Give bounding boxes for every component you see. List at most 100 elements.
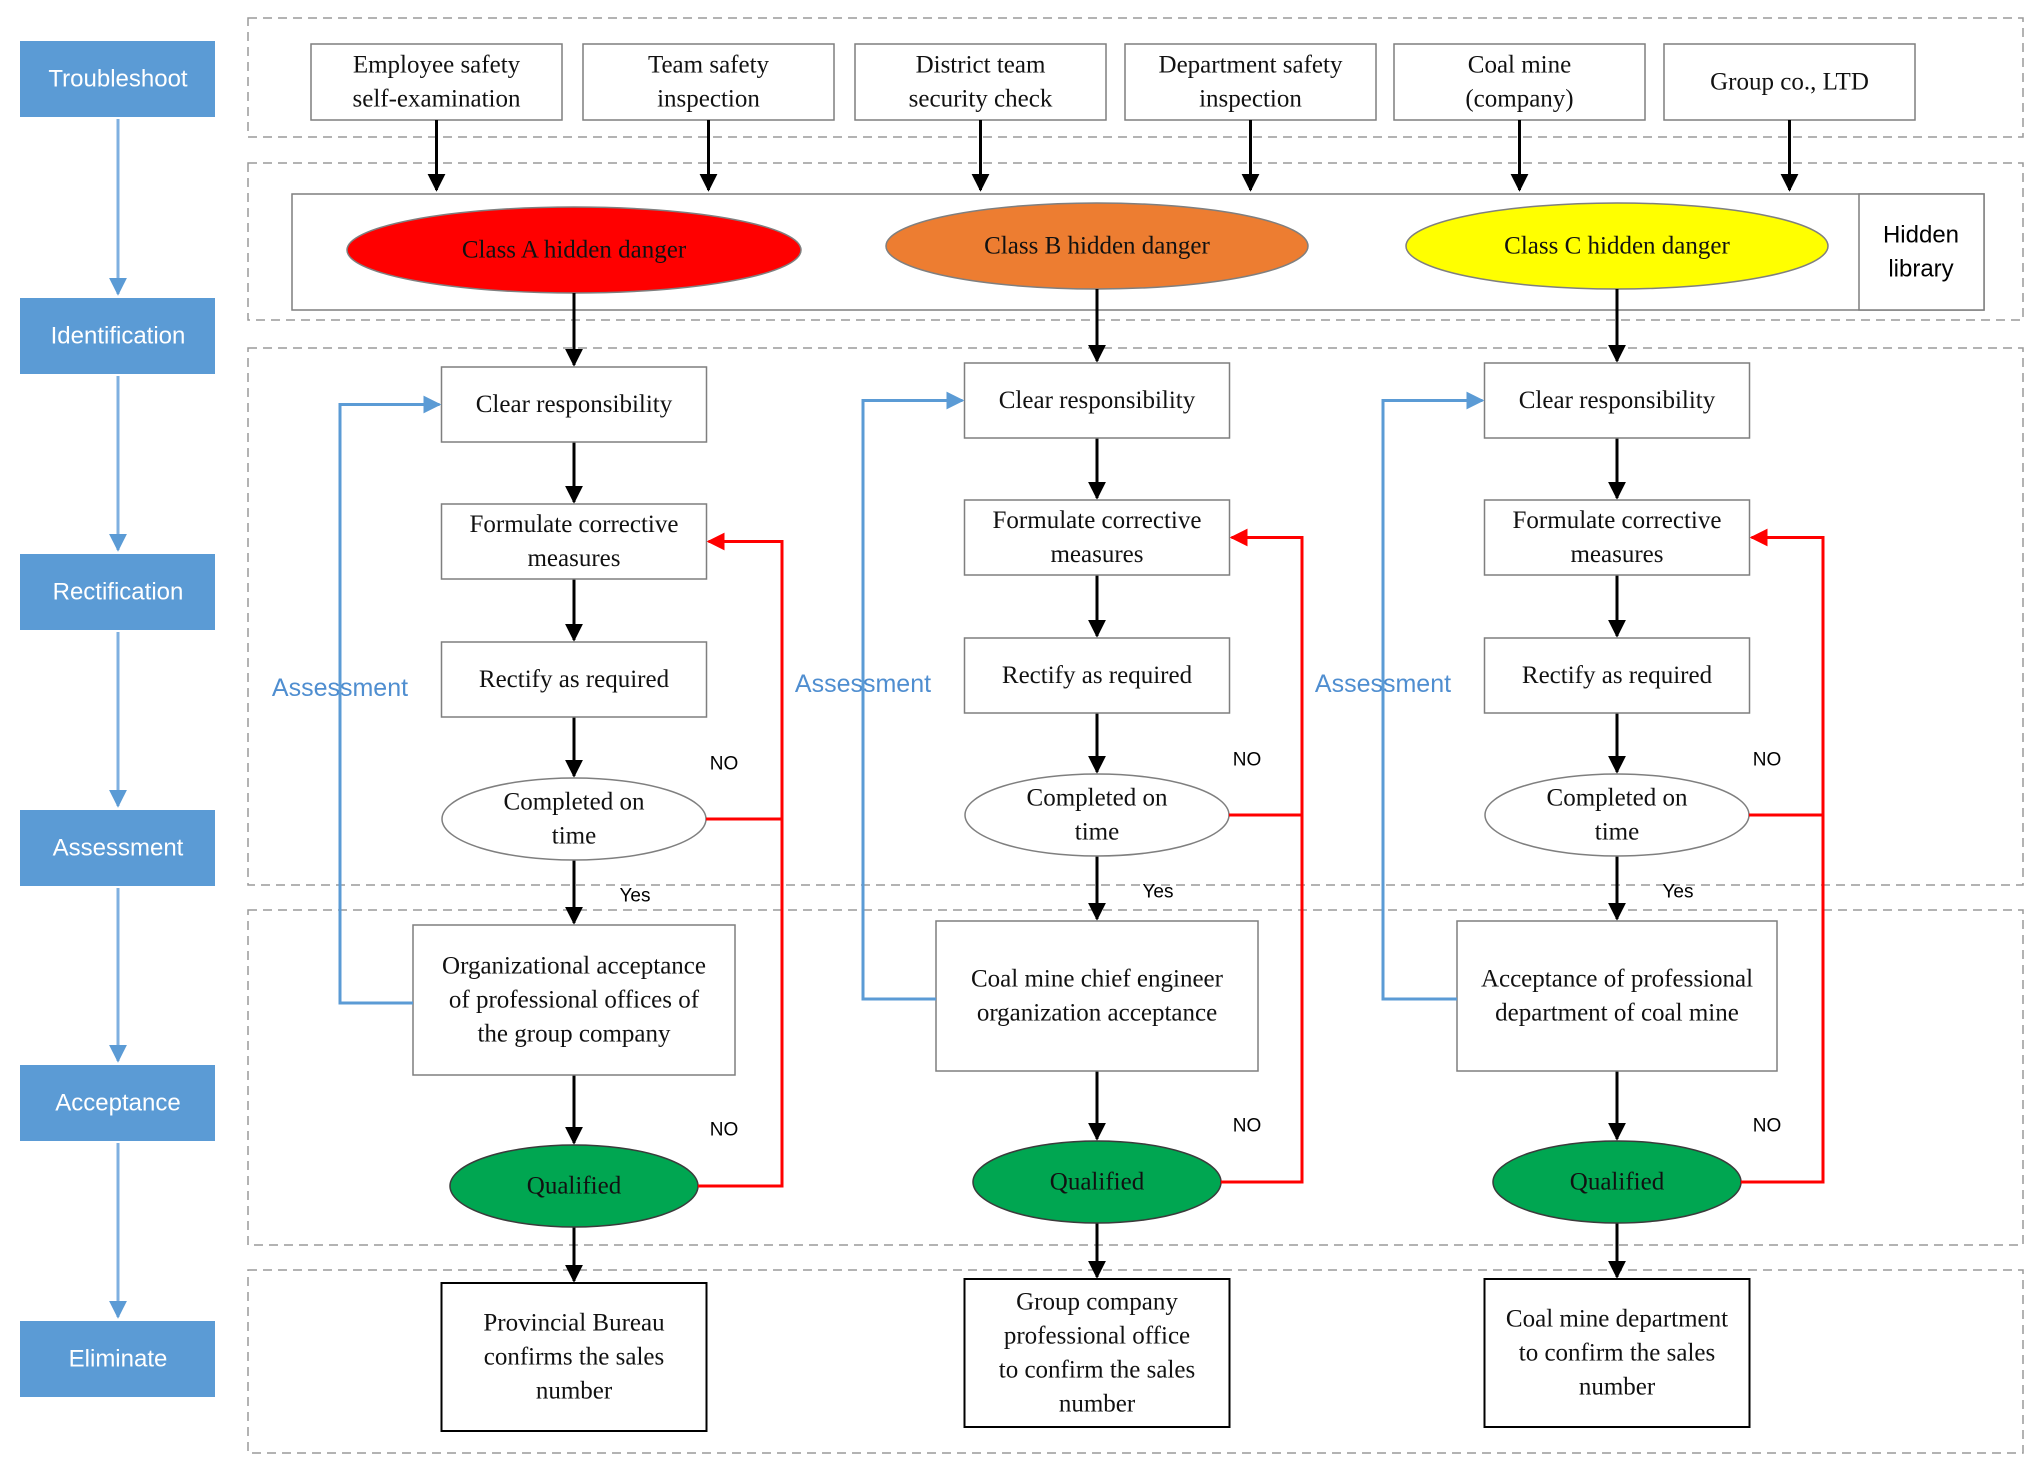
no-feedback-loop xyxy=(698,532,784,1188)
stage-box-eliminate xyxy=(20,1321,215,1397)
rectify-label: Rectify as required xyxy=(1522,662,1713,689)
source-label-5-line-2: (company) xyxy=(1465,86,1573,113)
stage-label-acceptance: Acceptance xyxy=(55,1090,180,1117)
clear-responsibility-box xyxy=(440,366,708,443)
completed-on-time-label-line-2: time xyxy=(1075,819,1119,846)
stage-box-rectification xyxy=(20,554,215,630)
stage-label-eliminate: Eliminate xyxy=(69,1346,168,1373)
eliminate-label-line-1: Provincial Bureau xyxy=(483,1310,665,1337)
acceptance-label-line-2: department of coal mine xyxy=(1495,1000,1739,1027)
no-label-qualified: NO xyxy=(1753,1116,1782,1137)
completed-on-time-label-line-1: Completed on xyxy=(1547,785,1688,812)
hidden-library-box xyxy=(1858,193,1985,311)
completed-on-time-label-line-2: time xyxy=(1595,819,1639,846)
qualified-label: Qualified xyxy=(1570,1169,1665,1196)
hidden-library-label-line-2: library xyxy=(1888,256,1953,283)
clear-responsibility-box xyxy=(963,362,1231,439)
assessment-loop-label: Assessment xyxy=(1315,670,1451,698)
source-label-4-line-2: inspection xyxy=(1199,86,1302,113)
acceptance-label-line-1: Coal mine chief engineer xyxy=(971,966,1224,993)
clear-responsibility-label: Clear responsibility xyxy=(476,391,673,418)
stage-box-identification xyxy=(20,298,215,374)
formulate-measures-label-line-2: measures xyxy=(1050,541,1143,568)
eliminate-label-line-2: professional office xyxy=(1004,1323,1190,1350)
clear-responsibility-label: Clear responsibility xyxy=(999,387,1196,414)
assessment-loop-label: Assessment xyxy=(272,674,408,702)
section-frame-1 xyxy=(247,17,2024,138)
formulate-measures-label-line-2: measures xyxy=(527,545,620,572)
rectify-box xyxy=(440,641,708,718)
source-label-3-line-2: security check xyxy=(909,86,1053,113)
hidden-library-label-line-1: Hidden xyxy=(1883,222,1959,249)
eliminate-box xyxy=(1483,1278,1751,1428)
qualified-label: Qualified xyxy=(1050,1169,1145,1196)
assessment-loop-label: Assessment xyxy=(795,670,931,698)
assessment-feedback-loop xyxy=(338,395,442,1005)
eliminate-label-line-3: to confirm the sales xyxy=(999,1357,1195,1384)
danger-label-2: Class B hidden danger xyxy=(984,233,1210,260)
acceptance-box xyxy=(412,924,736,1076)
section-frame-4 xyxy=(247,909,2024,1246)
eliminate-label-line-2: confirms the sales xyxy=(484,1344,665,1371)
danger-label-1: Class A hidden danger xyxy=(462,237,687,264)
eliminate-box xyxy=(963,1278,1231,1428)
stage-label-troubleshoot: Troubleshoot xyxy=(48,66,188,93)
assessment-feedback-loop xyxy=(861,391,965,1001)
eliminate-label-line-3: number xyxy=(536,1378,613,1405)
no-label-completed: NO xyxy=(710,754,739,775)
formulate-measures-box xyxy=(963,499,1231,576)
eliminate-label-line-3: number xyxy=(1579,1374,1656,1401)
eliminate-box xyxy=(440,1282,708,1432)
source-box-4 xyxy=(1124,43,1377,121)
source-label-6: Group co., LTD xyxy=(1710,69,1869,96)
formulate-measures-box xyxy=(1483,499,1751,576)
yes-label-completed: Yes xyxy=(620,886,651,907)
rectify-label: Rectify as required xyxy=(479,666,670,693)
qualified-label: Qualified xyxy=(527,1173,622,1200)
source-box-6 xyxy=(1663,43,1916,121)
eliminate-label-line-1: Group company xyxy=(1016,1289,1178,1316)
completed-on-time-label-line-1: Completed on xyxy=(1027,785,1168,812)
source-label-2-line-1: Team safety xyxy=(648,52,770,79)
acceptance-label-line-1: Acceptance of professional xyxy=(1481,966,1753,993)
stage-label-rectification: Rectification xyxy=(53,579,184,606)
clear-responsibility-box xyxy=(1483,362,1751,439)
no-label-qualified: NO xyxy=(1233,1116,1262,1137)
stage-label-identification: Identification xyxy=(51,323,186,350)
no-label-completed: NO xyxy=(1233,750,1262,771)
source-label-5-line-1: Coal mine xyxy=(1468,52,1571,79)
formulate-measures-label-line-2: measures xyxy=(1570,541,1663,568)
stage-box-troubleshoot xyxy=(20,41,215,117)
formulate-measures-box xyxy=(440,503,708,580)
source-label-4-line-1: Department safety xyxy=(1159,52,1343,79)
eliminate-label-line-1: Coal mine department xyxy=(1506,1306,1728,1333)
no-feedback-loop xyxy=(1741,528,1825,1184)
no-feedback-loop xyxy=(1221,528,1304,1184)
acceptance-box xyxy=(935,920,1259,1072)
danger-label-3: Class C hidden danger xyxy=(1504,233,1730,260)
stage-box-acceptance xyxy=(20,1065,215,1141)
clear-responsibility-label: Clear responsibility xyxy=(1519,387,1716,414)
source-box-1 xyxy=(310,43,563,121)
formulate-measures-label-line-1: Formulate corrective xyxy=(1513,507,1722,534)
stage-box-assessment xyxy=(20,810,215,886)
completed-on-time-label-line-2: time xyxy=(552,823,596,850)
assessment-feedback-loop xyxy=(1381,391,1485,1001)
source-box-5 xyxy=(1393,43,1646,121)
source-label-1-line-2: self-examination xyxy=(353,86,521,113)
acceptance-label-line-3: the group company xyxy=(477,1021,671,1048)
stage-label-assessment: Assessment xyxy=(53,835,184,862)
eliminate-label-line-2: to confirm the sales xyxy=(1519,1340,1715,1367)
section-frame-3 xyxy=(247,347,2024,886)
eliminate-label-line-4: number xyxy=(1059,1391,1136,1418)
rectify-box xyxy=(963,637,1231,714)
yes-label-completed: Yes xyxy=(1663,882,1694,903)
acceptance-label-line-2: organization acceptance xyxy=(977,1000,1217,1027)
source-label-2-line-2: inspection xyxy=(657,86,760,113)
completed-on-time-label-line-1: Completed on xyxy=(504,789,645,816)
formulate-measures-label-line-1: Formulate corrective xyxy=(993,507,1202,534)
